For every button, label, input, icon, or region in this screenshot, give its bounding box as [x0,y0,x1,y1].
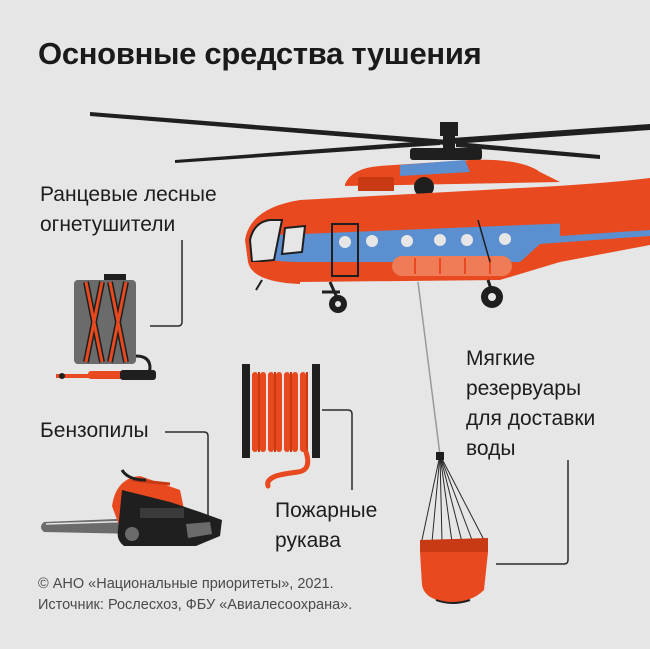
hose-leader-line [322,409,353,490]
label-line: Мягкие [466,347,536,370]
footer-credits: © АНО «Национальные приоритеты», 2021. И… [38,574,352,616]
label-chainsaws: Бензопилы [40,416,149,446]
backpack-leader-line [150,240,183,327]
label-line: резервуары [466,377,582,400]
label-backpack-extinguishers: Ранцевые лесные огнетушители [40,180,217,240]
label-line: для доставки [466,407,596,430]
label-line: Пожарные [275,499,378,522]
chainsaw-leader-line [165,431,209,520]
fire-hose-reel-icon [242,364,320,489]
water-bucket-icon [420,452,488,604]
chainsaw-icon [41,469,222,546]
label-line: рукава [275,529,341,552]
page-title: Основные средства тушения [38,36,482,71]
label-soft-reservoirs: Мягкие резервуары для доставки воды [466,344,595,464]
label-fire-hoses: Пожарные рукава [275,496,377,556]
reservoir-leader-line [496,460,569,565]
helicopter-icon [90,112,650,456]
label-line: огнетушители [40,213,176,236]
copyright-text: © АНО «Национальные приоритеты», 2021. [38,576,334,592]
leader-lines [150,240,569,565]
source-text: Источник: Рослесхоз, ФБУ «Авиалесоохрана… [38,597,353,613]
label-line: Бензопилы [40,419,149,442]
label-line: Ранцевые лесные [40,183,217,206]
label-line: воды [466,437,516,460]
backpack-extinguisher-icon [56,274,156,380]
